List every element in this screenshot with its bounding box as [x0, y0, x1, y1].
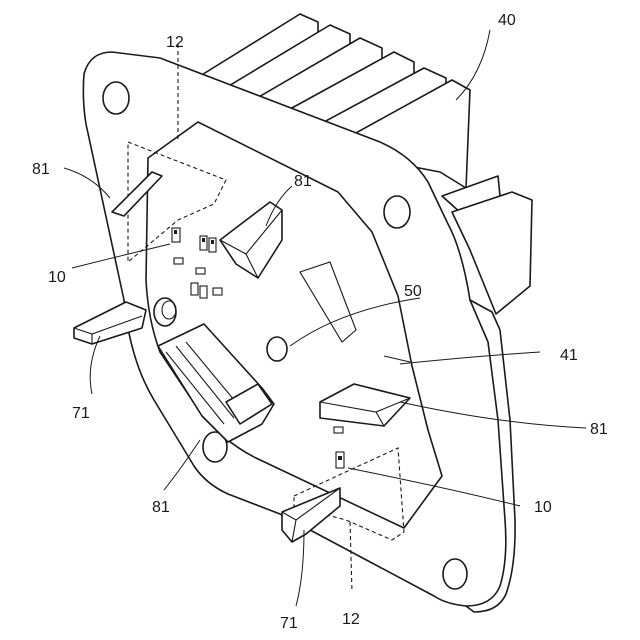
label-fin-bottom: 81 — [152, 499, 170, 516]
label-sensor-region-upper: 12 — [166, 34, 184, 51]
label-terminals-lower: 10 — [534, 499, 552, 516]
label-connector-bottom: 71 — [280, 615, 298, 632]
label-heatsink: 40 — [498, 12, 516, 29]
label-fin-top-left: 81 — [32, 161, 50, 178]
label-fin-top-center: 81 — [294, 173, 312, 190]
label-terminals-upper: 10 — [48, 269, 66, 286]
label-sensor-region-lower: 12 — [342, 611, 360, 628]
label-connector-left: 71 — [72, 405, 90, 422]
label-board: 50 — [404, 283, 422, 300]
label-fin-right: 81 — [590, 421, 608, 438]
label-base: 41 — [560, 347, 578, 364]
